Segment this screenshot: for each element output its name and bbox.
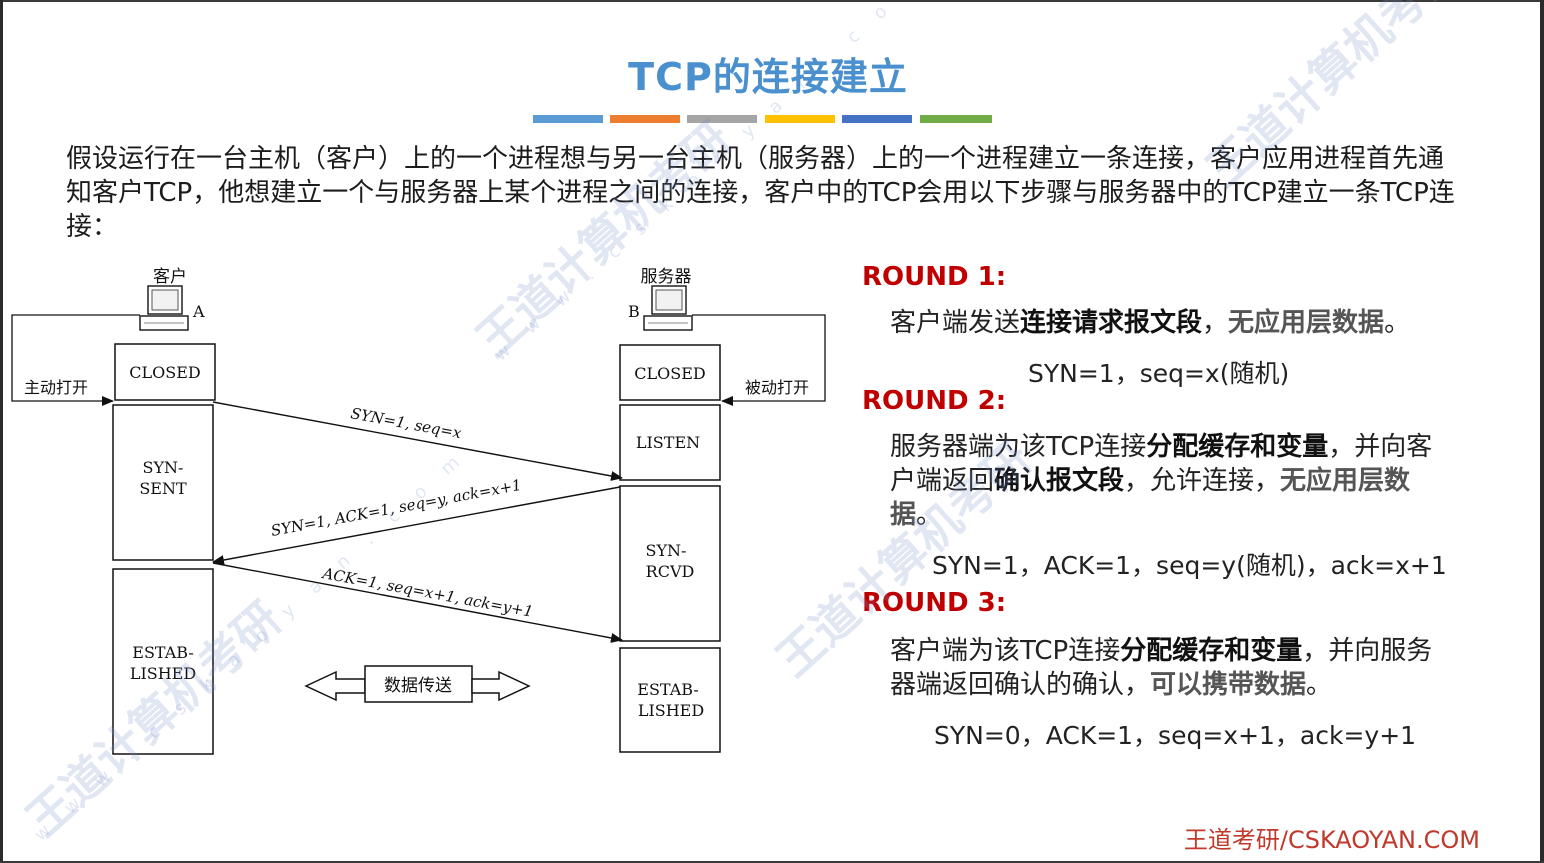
round1-text-b: 连接请求报文段	[1020, 308, 1203, 338]
server-closed-box	[619, 344, 721, 401]
server-established-box	[619, 647, 721, 753]
server-syn-rcvd-label-2: RCVD	[646, 562, 695, 581]
color-bar-2	[610, 115, 680, 123]
window-top-border	[0, 0, 1544, 2]
round1-text: 客户端发送连接请求报文段，无应用层数据。	[890, 306, 1490, 340]
syn-ack-arrow	[212, 486, 621, 565]
round2-text-b: 分配缓存和变量	[1146, 432, 1329, 462]
data-transfer-label: 数据传送	[384, 676, 452, 696]
footer-brand: 王道考研/CSKAOYAN.COM	[1183, 826, 1480, 854]
server-syn-rcvd-box	[619, 485, 721, 642]
syn-arrow-label: SYN=1, seq=x	[349, 404, 463, 442]
round3-heading: ROUND 3:	[862, 588, 1007, 618]
syn-arrow	[212, 401, 623, 481]
client-syn-sent-box	[112, 404, 214, 561]
client-closed-label: CLOSED	[129, 363, 200, 382]
round1-text-c: ，	[1202, 308, 1229, 338]
round3-text-a: 客户端为该TCP连接	[890, 636, 1121, 666]
round1-text-d: 无应用层数据	[1228, 308, 1385, 338]
ack-arrow-label: ACK=1, seq=x+1, ack=y+1	[319, 564, 534, 621]
round1-text-e: 。	[1384, 308, 1411, 338]
round3-text-c: ，并向服务器端返回确认的确认，	[890, 636, 1433, 700]
server-established-label-1: ESTAB-	[637, 680, 698, 699]
slide-title: TCP的连接建立	[628, 55, 908, 99]
client-established-box	[112, 568, 214, 755]
round3-text-b: 分配缓存和变量	[1120, 636, 1303, 666]
round2-text: 服务器端为该TCP连接分配缓存和变量，并向客户端返回确认报文段，允许连接，无应用…	[890, 430, 1440, 532]
client-letter: A	[192, 302, 205, 321]
window-bottom-border	[0, 861, 1544, 863]
round3-text: 客户端为该TCP连接分配缓存和变量，并向服务器端返回确认的确认，可以携带数据。	[890, 634, 1450, 702]
client-syn-sent-label-1: SYN-	[143, 458, 184, 477]
round3-text-e: 。	[1306, 670, 1333, 700]
client-established-label-2: LISHED	[130, 664, 196, 683]
passive-open-arrow	[692, 314, 826, 406]
client-established-label-1: ESTAB-	[132, 643, 193, 662]
color-bar-1	[533, 115, 603, 123]
round2-text-g: 。	[916, 500, 943, 530]
round3-text-d: 可以携带数据	[1150, 670, 1307, 700]
round2-text-f: 无应用层数据	[890, 466, 1411, 530]
round1-formula: SYN=1，seq=x(随机)	[1028, 359, 1290, 388]
round2-text-a: 服务器端为该TCP连接	[890, 432, 1147, 462]
color-bar-3	[687, 115, 757, 123]
server-computer-icon	[643, 285, 693, 331]
active-open-arrow	[11, 314, 140, 406]
client-computer-icon	[139, 285, 189, 331]
server-closed-label: CLOSED	[634, 364, 705, 383]
data-left-arrow	[304, 670, 366, 702]
passive-open-label: 被动打开	[745, 378, 809, 397]
intro-paragraph: 假设运行在一台主机（客户）上的一个进程想与另一台主机（服务器）上的一个进程建立一…	[66, 144, 1455, 242]
server-listen-label: LISTEN	[636, 433, 700, 452]
window-right-border	[1540, 0, 1544, 863]
client-syn-sent-label-2: SENT	[139, 479, 187, 498]
window-left-border	[0, 0, 3, 863]
active-open-label: 主动打开	[24, 378, 88, 397]
round2-text-d: 确认报文段	[994, 466, 1125, 496]
color-bar-6	[920, 115, 992, 123]
client-closed-box	[114, 343, 216, 401]
server-syn-rcvd-label-1: SYN-	[646, 541, 687, 560]
handshake-diagram: 客户 A 服务器 B 主动打开 被动打开 CLOSED SYN- SENT ES…	[11, 267, 826, 755]
syn-ack-arrow-label: SYN=1, ACK=1, seq=y, ack=x+1	[269, 476, 522, 540]
ack-arrow	[212, 562, 623, 643]
round1-text-a: 客户端发送	[890, 308, 1021, 338]
server-established-label-2: LISHED	[638, 701, 704, 720]
server-letter: B	[628, 302, 640, 321]
round2-formula: SYN=1，ACK=1，seq=y(随机)，ack=x+1	[932, 551, 1447, 580]
round1-heading: ROUND 1:	[862, 262, 1007, 292]
color-bar-5	[842, 115, 912, 123]
round2-text-c: ，并向客户端返回	[890, 432, 1433, 496]
color-bar-4	[765, 115, 835, 123]
server-label: 服务器	[641, 267, 692, 287]
server-listen-box	[619, 404, 721, 481]
round3-formula: SYN=0，ACK=1，seq=x+1，ack=y+1	[934, 721, 1417, 750]
round2-text-e: ，允许连接，	[1124, 466, 1281, 496]
round2-heading: ROUND 2:	[862, 386, 1007, 416]
data-right-arrow	[471, 670, 531, 702]
data-transfer-box	[364, 665, 473, 703]
client-label: 客户	[153, 267, 187, 287]
